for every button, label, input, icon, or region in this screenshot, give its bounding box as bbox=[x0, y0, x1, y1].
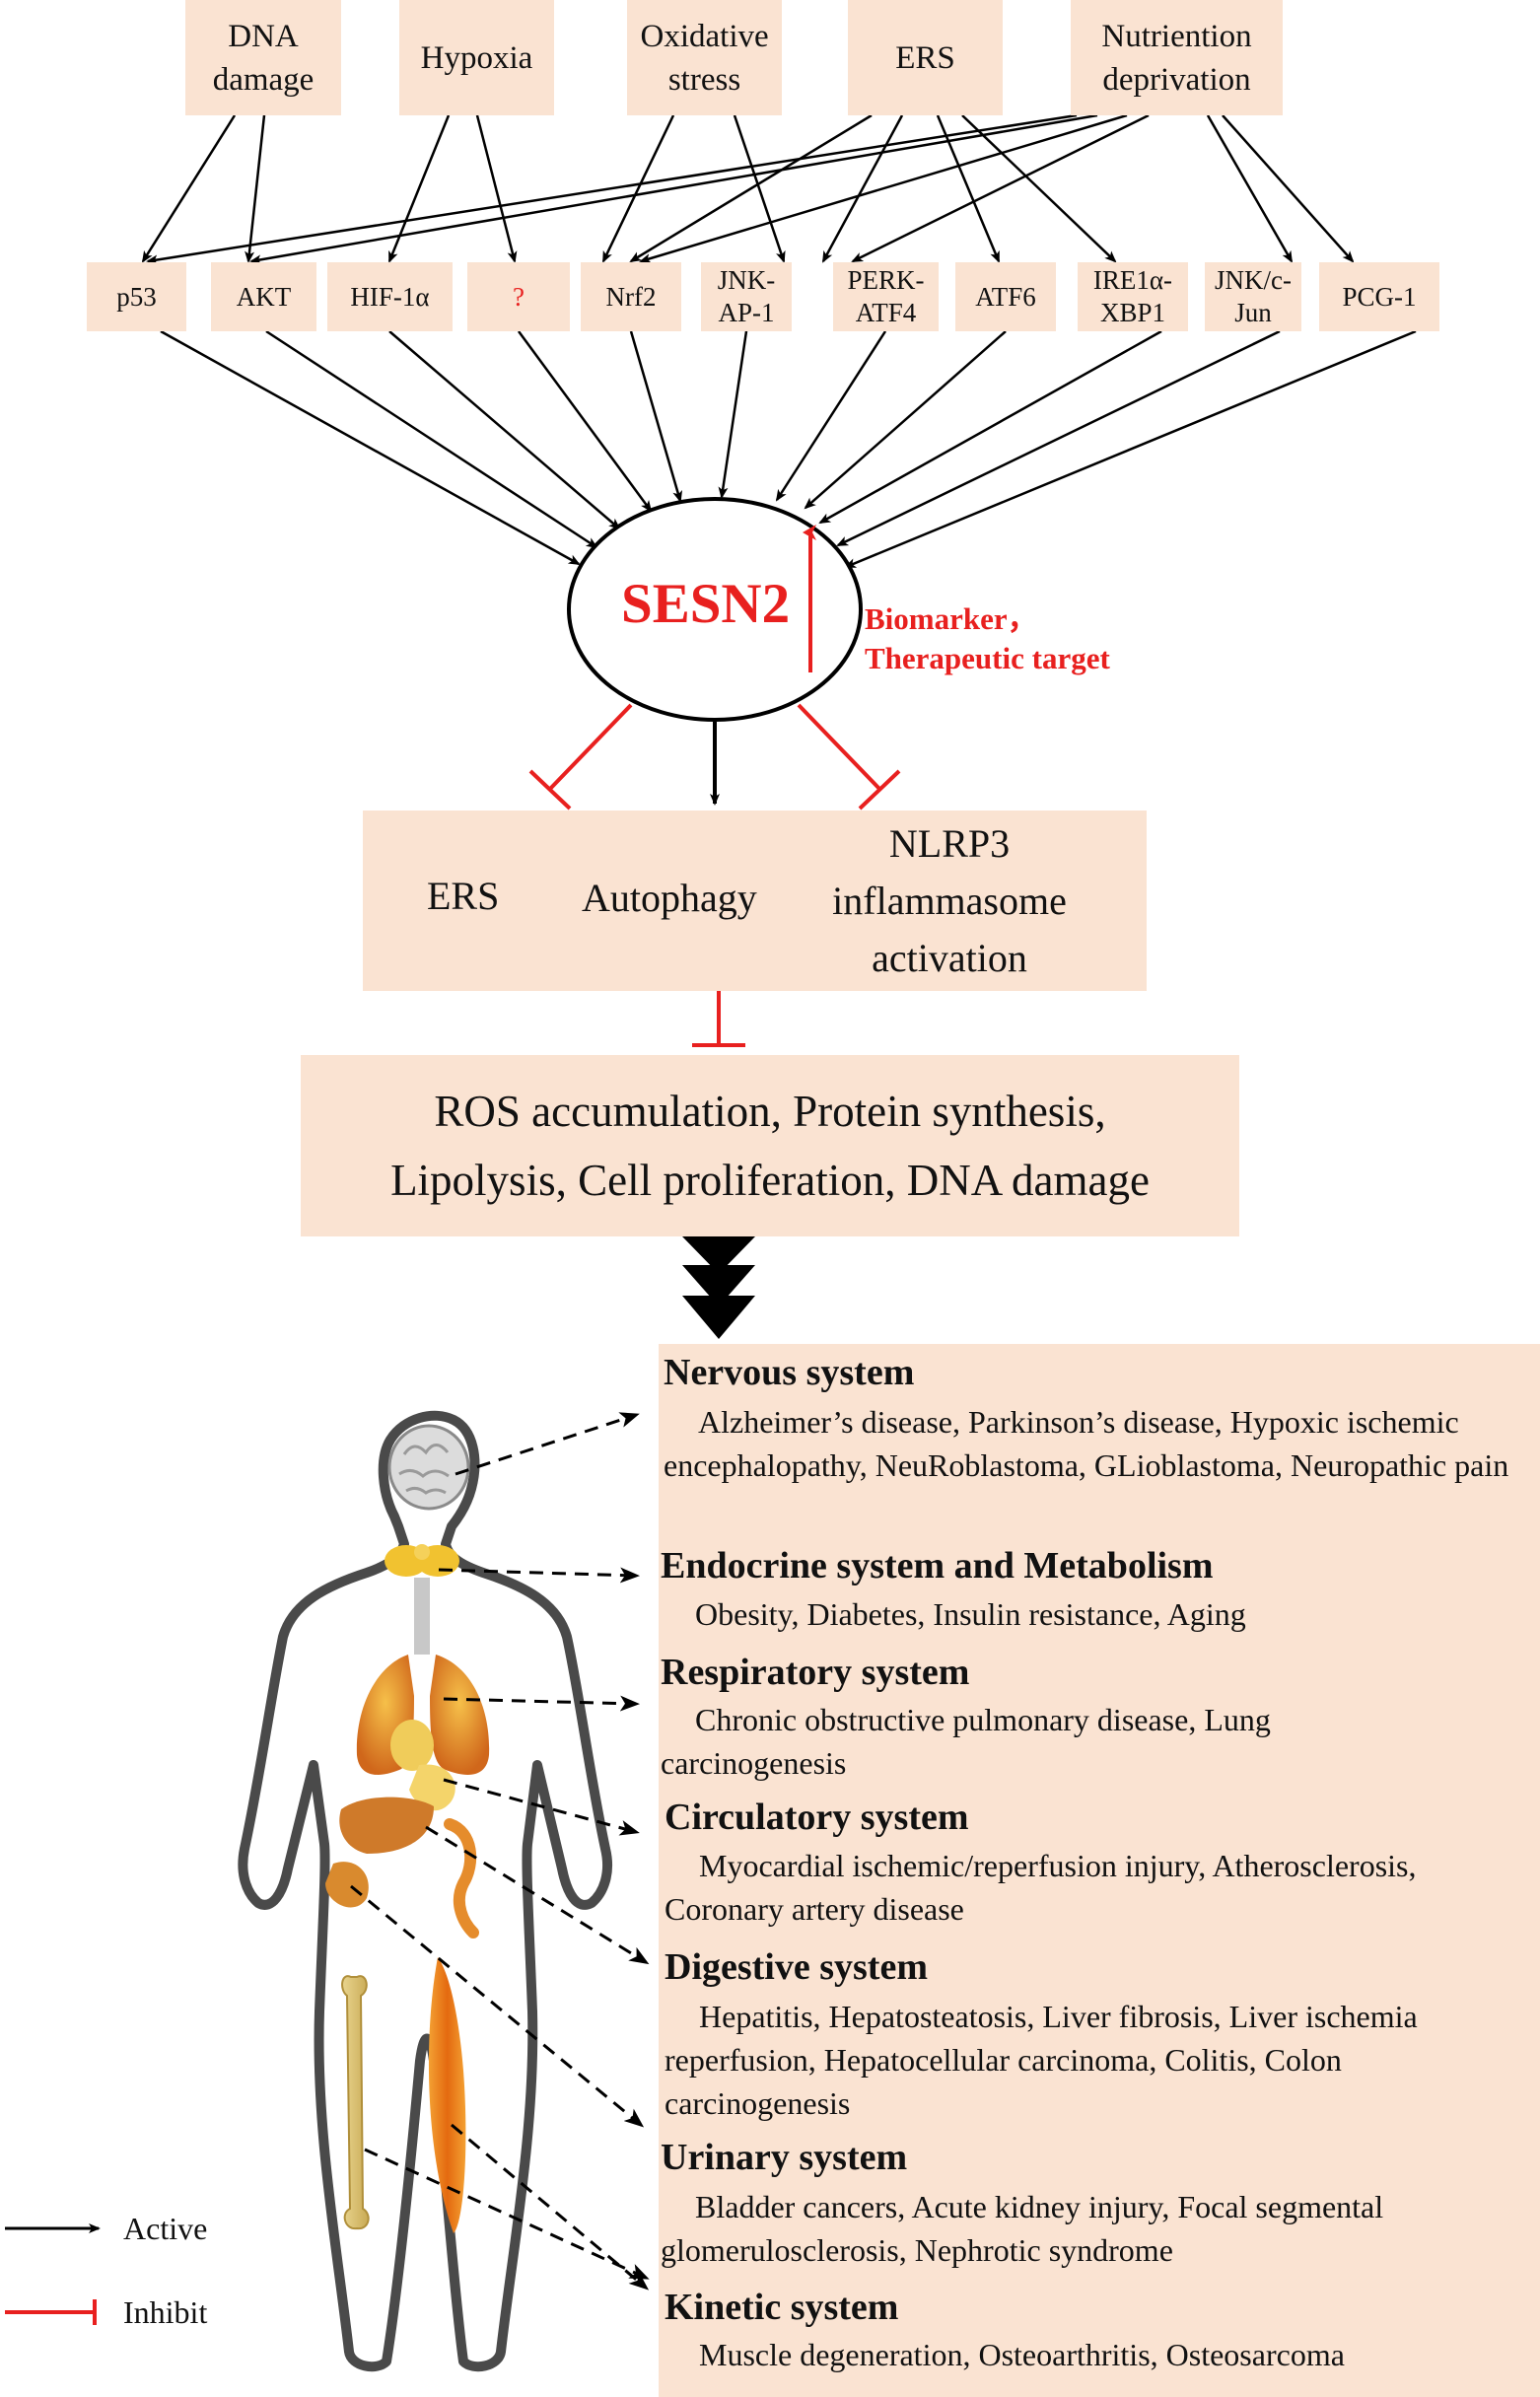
legend-inhibit-symbol bbox=[5, 2299, 97, 2325]
biomarker-label: Biomarker， bbox=[865, 601, 1038, 636]
pathway-hif-1a: HIF-1α bbox=[327, 262, 453, 331]
processes-line-2: Lipolysis, Cell proliferation, DNA damag… bbox=[390, 1156, 1150, 1205]
pathway-ire1a-xbp1: IRE1α-XBP1 bbox=[1078, 262, 1188, 331]
sesn2-node bbox=[567, 497, 863, 722]
biomarker-annotation: Biomarker， Therapeutic target bbox=[865, 599, 1110, 678]
stressor-ers: ERS bbox=[848, 0, 1003, 115]
system-diseases-circulatory: Myocardial ischemic/reperfusion injury, … bbox=[665, 1848, 1417, 1927]
processes-box: ROS accumulation, Protein synthesis, Lip… bbox=[301, 1055, 1239, 1236]
system-title-endocrine: Endocrine system and Metabolism bbox=[661, 1545, 1214, 1586]
disease-systems-panel bbox=[659, 1344, 1540, 2397]
therapeutic-target-label: Therapeutic target bbox=[865, 641, 1110, 675]
system-title-circulatory: Circulatory system bbox=[665, 1797, 969, 1838]
legend-inhibit-label: Inhibit bbox=[123, 2294, 208, 2330]
system-diseases-nervous: Alzheimer’s disease, Parkinson’s disease… bbox=[664, 1404, 1509, 1483]
pathway-label: ATF6 bbox=[975, 281, 1036, 312]
pathway-jnk-ap-1: JNK-AP-1 bbox=[701, 262, 792, 331]
system-diseases-urinary: Bladder cancers, Acute kidney injury, Fo… bbox=[661, 2189, 1384, 2268]
stressor-hypoxia: Hypoxia bbox=[399, 0, 554, 115]
stressor-label: ERS bbox=[895, 39, 955, 76]
stressor-label: DNA damage bbox=[212, 18, 315, 98]
sesn2-inhibit-nlrp3 bbox=[797, 703, 901, 811]
sesn2-inhibit-ers bbox=[528, 703, 633, 811]
pathway-label: JNK/c-Jun bbox=[1215, 265, 1292, 327]
mechanism-nlrp3-inflammasome: NLRP3 inflammasome activation bbox=[832, 821, 1067, 980]
pathway-label: ? bbox=[513, 281, 525, 312]
stressor-label: Nutriention deprivation bbox=[1101, 18, 1252, 98]
pathway-atf6: ATF6 bbox=[955, 262, 1056, 331]
mechanism-autophagy: Autophagy bbox=[582, 876, 757, 920]
system-title-kinetic: Kinetic system bbox=[665, 2287, 899, 2328]
stressor-dna-damage: DNA damage bbox=[185, 0, 341, 115]
stressor-label: Oxidative stress bbox=[640, 18, 769, 98]
system-title-nervous: Nervous system bbox=[664, 1352, 915, 1393]
human-body-figure bbox=[238, 1410, 613, 2372]
system-diseases-digestive: Hepatitis, Hepatosteatosis, Liver fibros… bbox=[665, 1999, 1418, 2121]
processes-line-1: ROS accumulation, Protein synthesis, bbox=[434, 1087, 1106, 1136]
pathway-label: AKT bbox=[236, 281, 292, 312]
pathway-p53: p53 bbox=[87, 262, 186, 331]
system-diseases-respiratory: Chronic obstructive pulmonary disease, L… bbox=[661, 1702, 1271, 1781]
mechanism-inhibit-processes bbox=[692, 991, 745, 1047]
pathway-label: IRE1α-XBP1 bbox=[1092, 265, 1173, 327]
pathway-label: JNK-AP-1 bbox=[717, 265, 776, 327]
pathway-label: PERK-ATF4 bbox=[847, 265, 925, 327]
pathway-label: p53 bbox=[116, 281, 157, 312]
pathway-jnk-c-jun: JNK/c-Jun bbox=[1205, 262, 1301, 331]
pathway-nrf2: Nrf2 bbox=[581, 262, 681, 331]
stressor-oxidative-stress: Oxidative stress bbox=[627, 0, 782, 115]
pathway-label: PCG-1 bbox=[1342, 281, 1417, 312]
sesn2-label: SESN2 bbox=[621, 573, 791, 635]
pathway-unknown: ? bbox=[467, 262, 570, 331]
stressor-arrows bbox=[141, 113, 1355, 265]
pathway-akt: AKT bbox=[211, 262, 316, 331]
system-title-digestive: Digestive system bbox=[665, 1946, 928, 1988]
stressor-label: Hypoxia bbox=[420, 39, 533, 76]
system-link-arrows bbox=[350, 1412, 650, 2291]
mechanism-ers: ERS bbox=[427, 874, 500, 918]
system-title-respiratory: Respiratory system bbox=[661, 1652, 970, 1693]
stressor-nutriention-deprivation: Nutriention deprivation bbox=[1071, 0, 1283, 115]
system-diseases-kinetic: Muscle degeneration, Osteoarthritis, Ost… bbox=[699, 2337, 1345, 2372]
system-diseases-endocrine: Obesity, Diabetes, Insulin resistance, A… bbox=[695, 1596, 1246, 1632]
pathway-label: HIF-1α bbox=[350, 281, 430, 312]
legend-active-label: Active bbox=[123, 2211, 208, 2246]
pathway-perk-atf4: PERK-ATF4 bbox=[833, 262, 939, 331]
pathway-pcg-1: PCG-1 bbox=[1319, 262, 1439, 331]
pathway-arrows bbox=[160, 329, 1417, 569]
mechanisms-box: ERS Autophagy NLRP3 inflammasome activat… bbox=[363, 811, 1147, 991]
pathway-label: Nrf2 bbox=[605, 281, 657, 312]
system-title-urinary: Urinary system bbox=[661, 2137, 908, 2178]
outcome-arrow bbox=[682, 1236, 755, 1339]
